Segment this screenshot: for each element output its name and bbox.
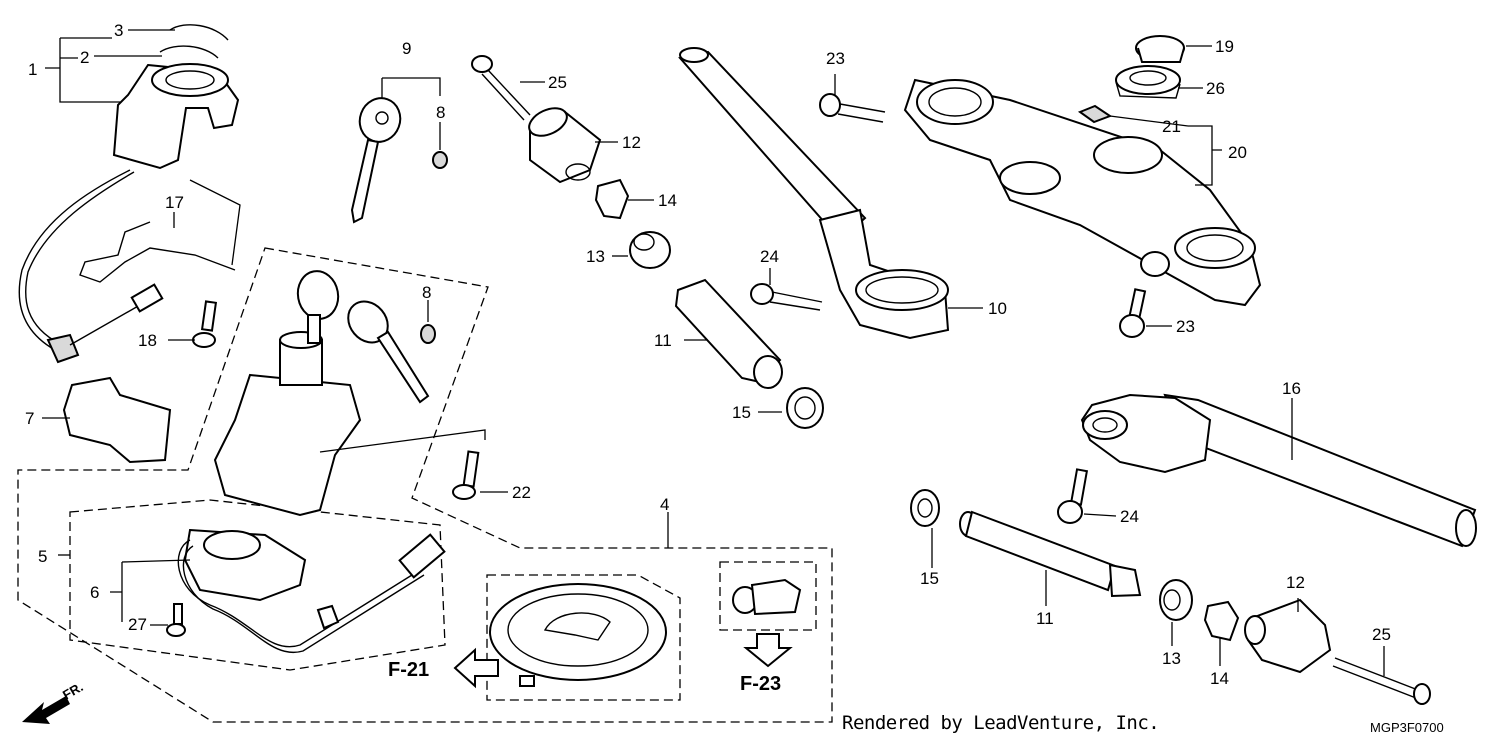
callout-17: 17 [165, 193, 184, 212]
ref-f23-label: F-23 [740, 673, 781, 695]
callout-25b: 25 [1372, 625, 1391, 644]
callout-22: 22 [512, 483, 531, 502]
cylinder-boundary [719, 561, 817, 631]
fuel-cap-part [489, 583, 667, 687]
lock-cylinder-small-part [732, 578, 802, 616]
callout-20: 20 [1228, 143, 1247, 162]
bolt-25a-part [471, 55, 531, 121]
callout-8a: 8 [436, 103, 445, 122]
ignition-assembly-boundary [17, 247, 833, 723]
bolt-23a-part [819, 93, 886, 123]
callout-3: 3 [114, 21, 123, 40]
front-direction-arrow [22, 696, 70, 724]
switch-harness-part [177, 528, 446, 654]
rubber-15a-part [786, 387, 824, 429]
top-bridge-part [903, 78, 1262, 307]
grommet-26-part [1115, 65, 1181, 99]
callout-6: 6 [90, 583, 99, 602]
callout-21: 21 [1162, 117, 1181, 136]
screw-18-part [192, 300, 218, 348]
callout-12b: 12 [1286, 573, 1305, 592]
right-handlebar-part [1080, 393, 1477, 548]
rubber-15b-part [910, 489, 940, 527]
inner-weight-11b-part [959, 510, 1142, 598]
callout-24a: 24 [760, 247, 779, 266]
callout-25a: 25 [548, 73, 567, 92]
nut-8a-part [432, 151, 448, 169]
stay-bracket-part [79, 221, 236, 283]
callout-14b: 14 [1210, 669, 1229, 688]
callout-9: 9 [402, 39, 411, 58]
callout-15b: 15 [920, 569, 939, 588]
callout-8b: 8 [422, 283, 431, 302]
f23-arrow [743, 633, 793, 668]
callout-14a: 14 [658, 191, 677, 210]
diagram-code: MGP3F0700 [1370, 720, 1444, 735]
sub-assembly-boundary [69, 499, 446, 671]
callout-5: 5 [38, 547, 47, 566]
callout-18: 18 [138, 331, 157, 350]
callout-10: 10 [988, 299, 1007, 318]
callout-23a: 23 [826, 49, 845, 68]
screw-27-part [166, 603, 186, 637]
callout-1: 1 [28, 60, 37, 79]
callout-7: 7 [25, 409, 34, 428]
callout-16: 16 [1282, 379, 1301, 398]
callout-23b: 23 [1176, 317, 1195, 336]
nut-8b-part [420, 324, 436, 344]
ref-f21-label: F-21 [388, 659, 429, 681]
bolt-25b-part [1332, 657, 1431, 705]
bolt-24b-part [1057, 468, 1089, 524]
plate-21-part [1077, 104, 1113, 124]
callout-19: 19 [1215, 37, 1234, 56]
callout-11a: 11 [654, 331, 672, 350]
ignition-lock-part [213, 270, 430, 517]
callout-13b: 13 [1162, 649, 1181, 668]
key-9-part [350, 97, 402, 224]
callout-15a: 15 [732, 403, 751, 422]
bracket-7-part [62, 376, 172, 464]
callout-24b: 24 [1120, 507, 1139, 526]
callout-26: 26 [1206, 79, 1225, 98]
ignition-switch-part [18, 63, 240, 364]
leader-lines [42, 29, 1385, 676]
weight-12b-part [1244, 598, 1332, 674]
callout-labels: 1 2 3 4 5 6 7 8 8 9 10 11 11 12 12 13 13… [25, 21, 1391, 688]
collar-13b-part [1159, 579, 1193, 621]
callout-27: 27 [128, 615, 147, 634]
f21-arrow [453, 647, 499, 689]
render-credit: Rendered by LeadVenture, Inc. [842, 712, 1160, 734]
callout-13a: 13 [586, 247, 605, 266]
snap-ring-parts [159, 24, 229, 59]
weight-12a-part [528, 107, 602, 184]
left-handlebar-part [678, 47, 950, 340]
screw-22-part [452, 450, 480, 500]
bolt-24a-part [750, 283, 823, 311]
clip-14b-part [1203, 600, 1240, 642]
collar-13a-part [629, 231, 671, 269]
callout-12a: 12 [622, 133, 641, 152]
inner-weight-11a-part [674, 278, 783, 389]
callout-4: 4 [660, 495, 669, 514]
clip-14a-part [594, 178, 630, 220]
callout-11b: 11 [1036, 609, 1054, 628]
callout-2: 2 [80, 48, 89, 67]
cap-19-part [1135, 35, 1185, 63]
bolt-23b-part [1119, 288, 1147, 338]
